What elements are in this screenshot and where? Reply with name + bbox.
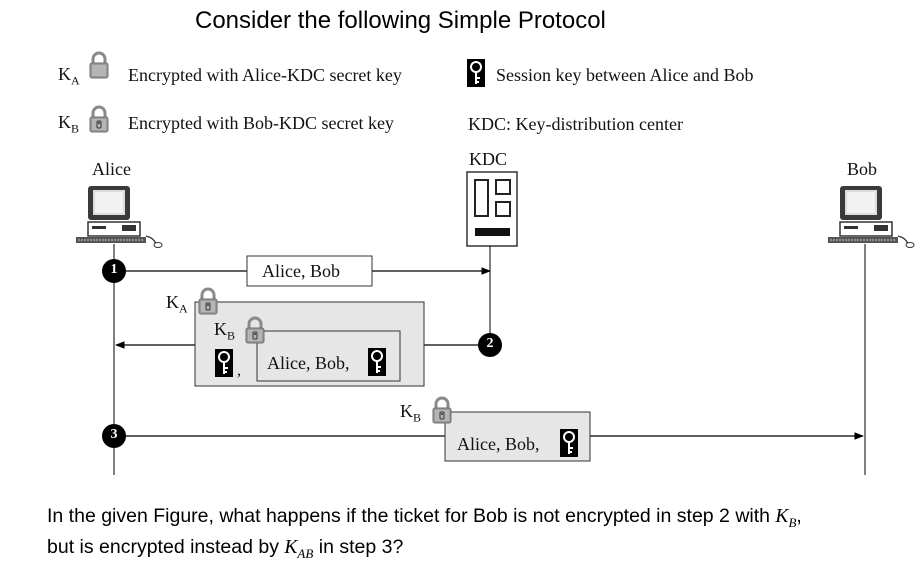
legend-kb-text: Encrypted with Bob-KDC secret key [128, 113, 394, 133]
msg3-text: Alice, Bob, [457, 434, 540, 454]
msg2-comma: , [237, 362, 241, 379]
lock-icon-kb [88, 105, 110, 134]
kdc-server-icon [466, 171, 518, 247]
alice-label: Alice [92, 159, 131, 179]
msg2-inner-text: Alice, Bob, [267, 353, 350, 373]
alice-computer-icon [75, 185, 163, 249]
legend-ka-label: KA [58, 64, 80, 88]
key-icon-legend [466, 58, 486, 88]
step3-badge [102, 424, 126, 448]
lock-icon-ka [88, 51, 110, 80]
question-line-2: but is encrypted instead by KAB in step … [47, 536, 404, 561]
msg2-ka-label: KA [166, 292, 188, 316]
msg1-text: Alice, Bob [262, 261, 340, 281]
msg2-kb-label: KB [214, 319, 236, 343]
step1-badge [102, 259, 126, 283]
step2-number: 2 [486, 336, 494, 351]
legend-kb-label: KB [58, 112, 80, 136]
legend-session-key-text: Session key between Alice and Bob [496, 65, 754, 85]
slide-title: Consider the following Simple Protocol [195, 7, 606, 34]
lock-icon-msg3-kb [431, 396, 453, 425]
step3-number: 3 [110, 427, 118, 442]
key-icon-msg2-inner [367, 347, 387, 377]
kdc-label: KDC [469, 149, 508, 169]
bob-computer-icon [827, 185, 915, 249]
key-icon-msg3 [559, 428, 579, 458]
msg1-box [246, 255, 373, 287]
legend-ka-text: Encrypted with Alice-KDC secret key [128, 65, 402, 85]
step1-number: 1 [110, 262, 118, 277]
key-icon-msg2-outer [214, 348, 234, 378]
msg3-kb-label: KB [400, 401, 422, 425]
bob-label: Bob [847, 159, 878, 179]
step2-badge [478, 333, 502, 357]
lock-icon-msg2-ka [197, 287, 219, 316]
legend-kdc-text: KDC: Key-distribution center [468, 114, 683, 134]
question-line-1: In the given Figure, what happens if the… [47, 505, 802, 530]
